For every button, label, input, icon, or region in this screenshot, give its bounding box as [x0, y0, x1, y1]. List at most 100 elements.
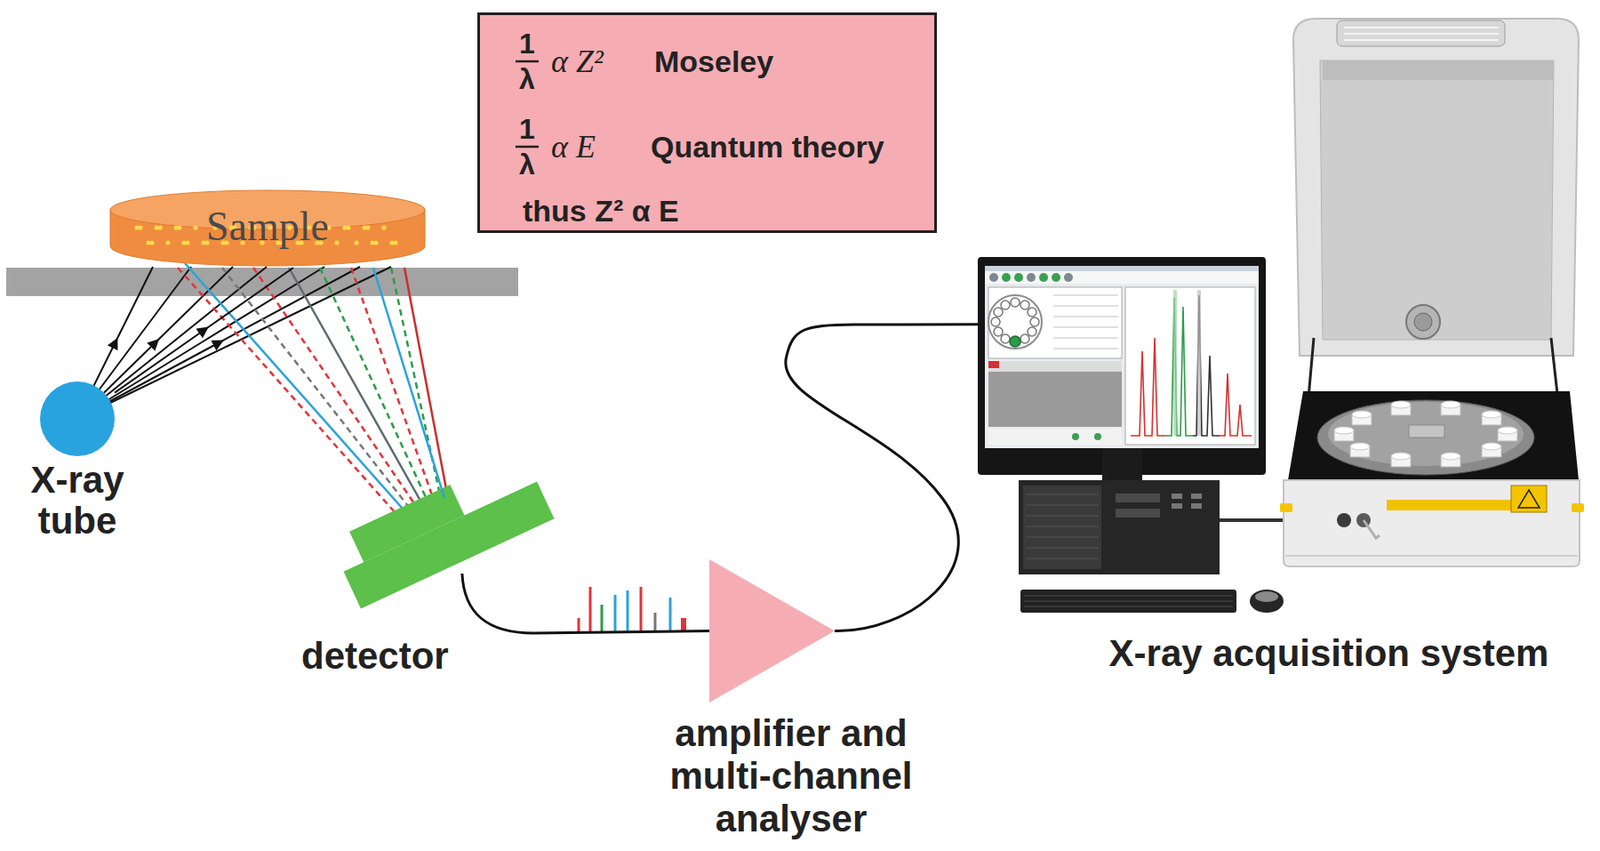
sample-cup: [1391, 400, 1411, 416]
key-row: [1024, 600, 1233, 602]
amplifier-triangle: [709, 559, 835, 703]
formula-box: 1λα Z²Moseley1λα EQuantum theorythus Z² …: [477, 12, 937, 233]
list-line: [1053, 337, 1119, 339]
spectrum-line: [1164, 297, 1193, 436]
primary-beam: [77, 266, 325, 419]
sample-particle: [184, 240, 190, 245]
sample-particle: [353, 240, 359, 245]
fraction-numerator: 1: [512, 25, 543, 62]
lid-inner-shadow: [1322, 60, 1554, 80]
instrument-tray: [1288, 391, 1579, 480]
sample-cup: [1350, 442, 1370, 457]
system-label: X-ray acquisition system: [1022, 632, 1600, 674]
list-line: [1053, 305, 1119, 307]
lid-window: [1406, 304, 1440, 339]
fluorescence-ray: [222, 267, 415, 514]
key-row: [1024, 606, 1233, 608]
mouse-top: [1255, 591, 1279, 602]
sample-particle: [392, 240, 398, 245]
conclusion: thus Z² α E: [522, 192, 896, 229]
screen-spectrum-chart: [1125, 287, 1256, 445]
sample-carousel-top: [1328, 401, 1524, 466]
pc-drive: [1115, 508, 1160, 518]
fraction-numerator: 1: [512, 111, 543, 147]
sample-particle: [149, 240, 154, 245]
fraction-denominator: λ: [512, 61, 543, 97]
fraction-bar: [515, 145, 539, 149]
pc-port: [1171, 503, 1183, 509]
list-line: [1053, 327, 1119, 328]
monitor-bezel: [977, 256, 1266, 475]
toolbar-icon: [1064, 272, 1073, 282]
sample-particle: [365, 224, 370, 230]
fluorescence-ray: [177, 267, 402, 520]
vent-line: [1025, 515, 1099, 517]
sample-cup: [1440, 400, 1461, 416]
base-tab: [1280, 503, 1293, 512]
spectrum-peak: [614, 594, 617, 632]
vent-line: [1025, 494, 1099, 496]
screen-table-header: [988, 360, 1122, 372]
fluorescence-ray: [288, 267, 425, 509]
law-name: Quantum theory: [650, 128, 918, 165]
pc-vent-lines: [1025, 494, 1099, 559]
list-line: [1053, 316, 1119, 318]
tube-circle: [40, 381, 115, 456]
x-ray-tube-shape: [40, 381, 115, 456]
amplifier: amplifier and multi-channel analyser: [709, 559, 835, 703]
key-row: [1024, 595, 1233, 597]
spectrum-peak: [626, 590, 630, 632]
spectrum-peak: [654, 612, 657, 632]
sample-cup: [1391, 452, 1411, 467]
sample-particle: [192, 224, 198, 230]
spectrum-line: [1192, 295, 1220, 436]
fraction-denominator: λ: [512, 146, 543, 183]
fluorescence-rays: [177, 263, 449, 520]
carousel-slot: [1000, 300, 1010, 310]
carousel-slot: [993, 307, 1003, 317]
detector-label: detector: [301, 635, 497, 677]
spectrum-peak: [640, 586, 643, 632]
toolbar-icon: [989, 272, 999, 282]
pc-tower: [1018, 480, 1220, 575]
carousel-slot: [1030, 317, 1040, 327]
mouse: [1249, 589, 1284, 613]
sample-particle: [373, 240, 378, 245]
keyboard-keys: [1024, 595, 1233, 607]
fluorescence-ray: [404, 267, 449, 504]
acquisition-system: X-ray acquisition system: [977, 17, 1592, 676]
lid-handle: [1336, 20, 1505, 47]
primary-beam: [77, 266, 392, 419]
instrument-lid-inner: [1320, 60, 1554, 340]
toolbar-icon: [1039, 272, 1048, 282]
spectrum-peak: [589, 586, 592, 632]
x-ray-beam: [114, 267, 294, 393]
toolbar-icon: [1026, 272, 1036, 282]
vent-line: [1025, 536, 1099, 538]
screen-toolbar: [984, 271, 1259, 284]
x-ray-tube: X-ray tube: [40, 381, 115, 456]
fluorescence-ray: [320, 267, 431, 507]
spectrum-peaks: [578, 586, 684, 632]
sample-particle: [345, 224, 351, 230]
sample-cup: [1440, 452, 1461, 467]
sample-cup: [1481, 442, 1502, 457]
detector-body: [328, 450, 554, 609]
amplifier-label: amplifier and multi-channel analyser: [648, 712, 934, 840]
spectrum-marker: [1197, 289, 1201, 436]
screen-carousel: [988, 295, 1042, 349]
formula: α Z²: [551, 43, 649, 80]
vent-line: [1025, 558, 1099, 560]
base-line: [1285, 554, 1578, 557]
warning-label: [1511, 485, 1547, 512]
data-cable: [785, 324, 978, 632]
screen-button: [1094, 432, 1102, 440]
sample-particle: [176, 224, 182, 230]
detector-shape: [355, 497, 552, 574]
toolbar-icon: [1001, 272, 1011, 282]
key: [1363, 520, 1380, 538]
sample-particle: [137, 224, 143, 230]
sample-cup: [1352, 410, 1372, 425]
instrument-lid: [1293, 18, 1579, 356]
